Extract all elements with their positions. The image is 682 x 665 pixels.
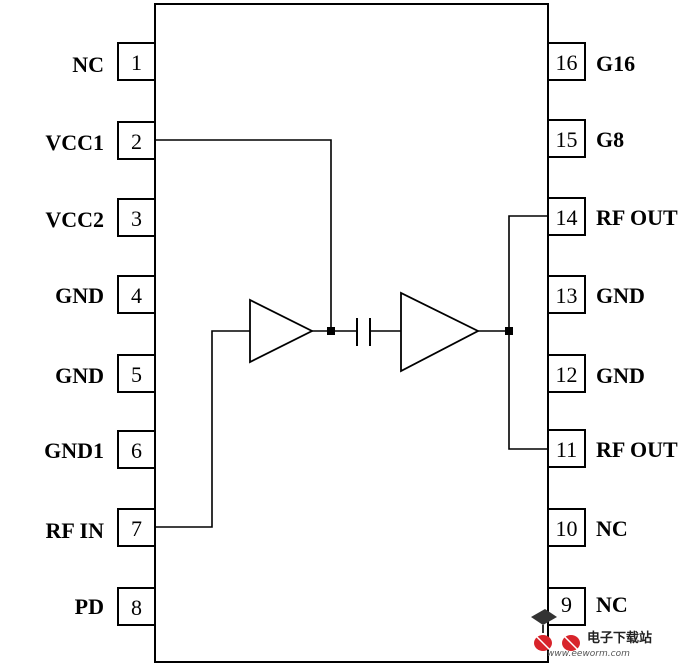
pin-number: 2 (131, 129, 142, 154)
pin-box-3 (117, 198, 156, 237)
pin-box-6 (117, 430, 156, 469)
pin-number: 8 (131, 595, 142, 620)
pin-number: 7 (131, 516, 142, 541)
pin-box-5 (117, 354, 156, 393)
watermark-brand: 电子下载站 (587, 631, 653, 646)
pin-label: GND1 (44, 438, 104, 463)
junction-dot (505, 327, 513, 335)
watermark-url: www.eeworm.com (547, 649, 630, 659)
pin-box-9 (547, 587, 586, 626)
pin-label: RF OUT (596, 437, 678, 462)
pin-label: G16 (596, 51, 635, 76)
pin-box-4 (117, 275, 156, 314)
pin-label: NC (72, 52, 104, 77)
pin-number: 15 (556, 127, 578, 152)
right-pin-labels: G16 G8 RF OUT GND GND RF OUT NC NC (596, 51, 678, 617)
pin-label: GND (596, 283, 645, 308)
pin-box-15 (547, 119, 586, 158)
pin-number: 4 (131, 283, 142, 308)
junction-dot (327, 327, 335, 335)
pin-label: G8 (596, 127, 624, 152)
wiring (155, 139, 548, 528)
pin-label: NC (596, 592, 628, 617)
pin-number: 6 (131, 438, 142, 463)
pin-number: 5 (131, 362, 142, 387)
rf-out-14-wire (508, 215, 548, 331)
left-pin-labels: NC VCC1 VCC2 GND GND GND1 RF IN PD (44, 52, 104, 619)
pin-number: 14 (556, 205, 578, 230)
pin-label: VCC2 (45, 207, 104, 232)
amplifier-1-symbol (249, 298, 315, 364)
pin-box-16 (547, 42, 586, 81)
pin-label: PD (75, 594, 104, 619)
pin-number: 3 (131, 206, 142, 231)
pin-label: NC (596, 516, 628, 541)
pin-number: 16 (556, 50, 578, 75)
pin-number: 13 (556, 283, 578, 308)
pin-box-1 (117, 42, 156, 81)
amplifier-2-symbol (400, 291, 480, 373)
rf-in-wire (155, 330, 250, 528)
watermark: 电子下载站 www.eeworm.com (527, 605, 682, 665)
pin-label: GND (55, 363, 104, 388)
pin-number: 1 (131, 50, 142, 75)
rf-out-11-wire (508, 331, 548, 450)
pin-label: VCC1 (45, 130, 104, 155)
pin-box-8 (117, 587, 156, 626)
pin-number: 9 (561, 592, 572, 617)
pin-label: RF OUT (596, 205, 678, 230)
pin-numbers: 1 2 3 4 5 6 7 8 9 10 11 12 13 14 15 16 (131, 50, 578, 620)
pin-box-10 (547, 508, 586, 547)
chip-body (154, 3, 549, 663)
vcc1-wire (155, 139, 332, 331)
pin-box-12 (547, 354, 586, 393)
pin-label: GND (55, 283, 104, 308)
pin-box-13 (547, 275, 586, 314)
pin-label: RF IN (46, 518, 105, 543)
pin-number: 12 (556, 362, 578, 387)
pin-label: GND (596, 363, 645, 388)
pin-number: 10 (556, 516, 578, 541)
pin-number: 11 (556, 437, 577, 462)
bug-logo-icon (531, 609, 580, 652)
